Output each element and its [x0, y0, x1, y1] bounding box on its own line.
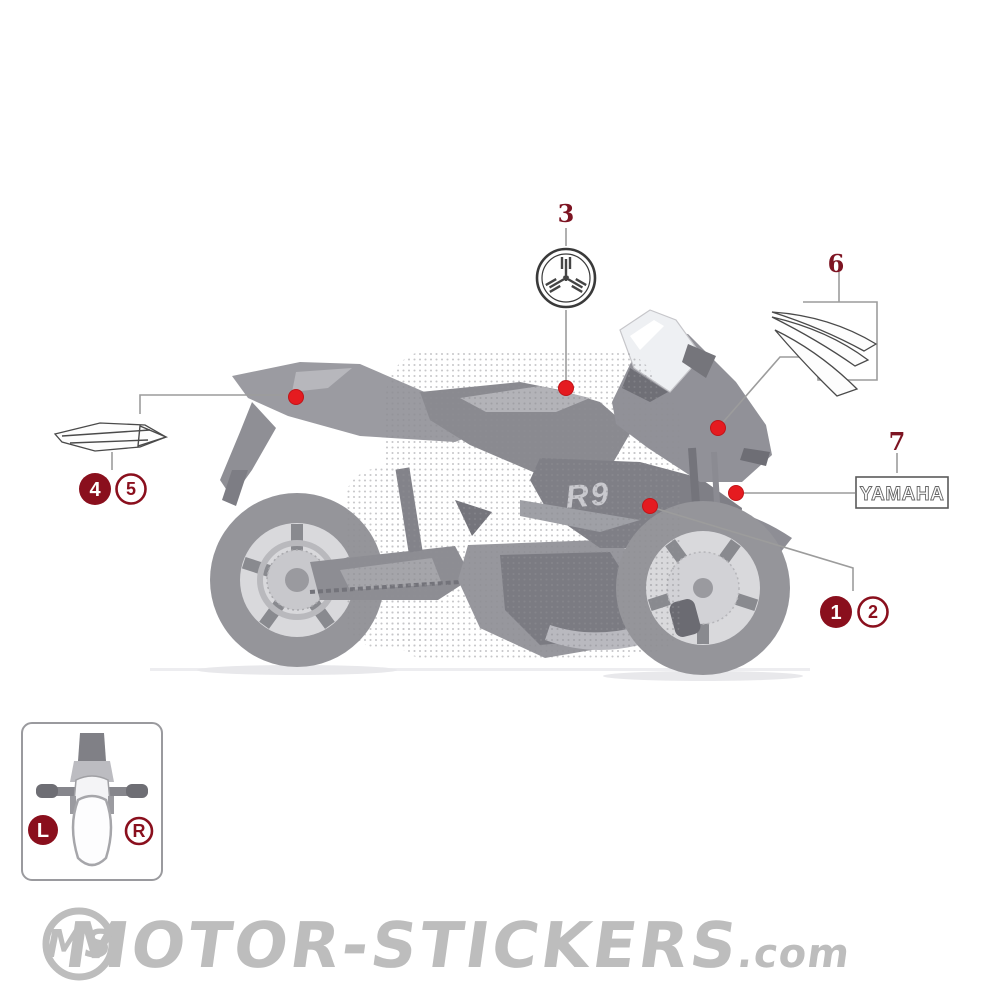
front-view-motorcycle: [36, 733, 148, 867]
position-marker-6: [710, 420, 726, 436]
rear-wheel: [210, 493, 384, 667]
watermark-brand: MOTOR-STICKERS: [60, 908, 745, 982]
left-right-inset: L R: [21, 722, 163, 881]
badge-5: 5: [115, 473, 147, 505]
callout-label-3: 3: [558, 199, 575, 228]
sticker-position-markers: [288, 380, 744, 514]
badge-5-label: 5: [126, 479, 136, 499]
badge-4-label: 4: [89, 479, 101, 501]
stripe-decal-sticker: [771, 311, 878, 397]
badge-1-label: 1: [830, 602, 841, 624]
right-side-badge: R: [124, 816, 154, 846]
callout-label-7: 7: [889, 427, 906, 456]
position-marker-4-5: [288, 389, 304, 405]
inset-front-fender: [71, 794, 113, 867]
watermark: MS MOTOR-STICKERS.com: [38, 902, 988, 988]
position-marker-3: [558, 380, 574, 396]
left-side-badge: L: [28, 815, 58, 845]
badge-2: 2: [857, 596, 889, 628]
left-side-label: L: [37, 820, 49, 842]
motorcycle-illustration: R9: [150, 309, 810, 681]
badge-1: 1: [820, 596, 852, 628]
ground-shadow: [150, 668, 810, 671]
tuning-fork-logo-sticker: [535, 247, 597, 309]
tuning-fork-mark: [545, 257, 587, 294]
position-marker-1-2: [642, 498, 658, 514]
watermark-tld: .com: [734, 930, 854, 977]
headlight: [740, 448, 770, 466]
badge-2-label: 2: [868, 602, 878, 622]
mirror: [682, 344, 716, 378]
badge-4: 4: [79, 473, 111, 505]
callout-label-6: 6: [828, 249, 845, 278]
callout-lines: [111, 228, 898, 591]
position-marker-7: [728, 485, 744, 501]
halftone-overlay: [344, 350, 680, 660]
motor-stickers-monogram-icon: MS: [42, 907, 116, 981]
monogram-text: MS: [46, 922, 111, 966]
watermark-text: MOTOR-STICKERS.com: [61, 909, 856, 982]
tail-decal-sticker: [53, 422, 169, 452]
yamaha-wordmark-text: YAMAHA: [860, 484, 945, 505]
inset-windscreen: [78, 733, 106, 761]
right-side-label: R: [133, 821, 146, 841]
yamaha-wordmark-sticker: YAMAHA: [855, 476, 949, 509]
